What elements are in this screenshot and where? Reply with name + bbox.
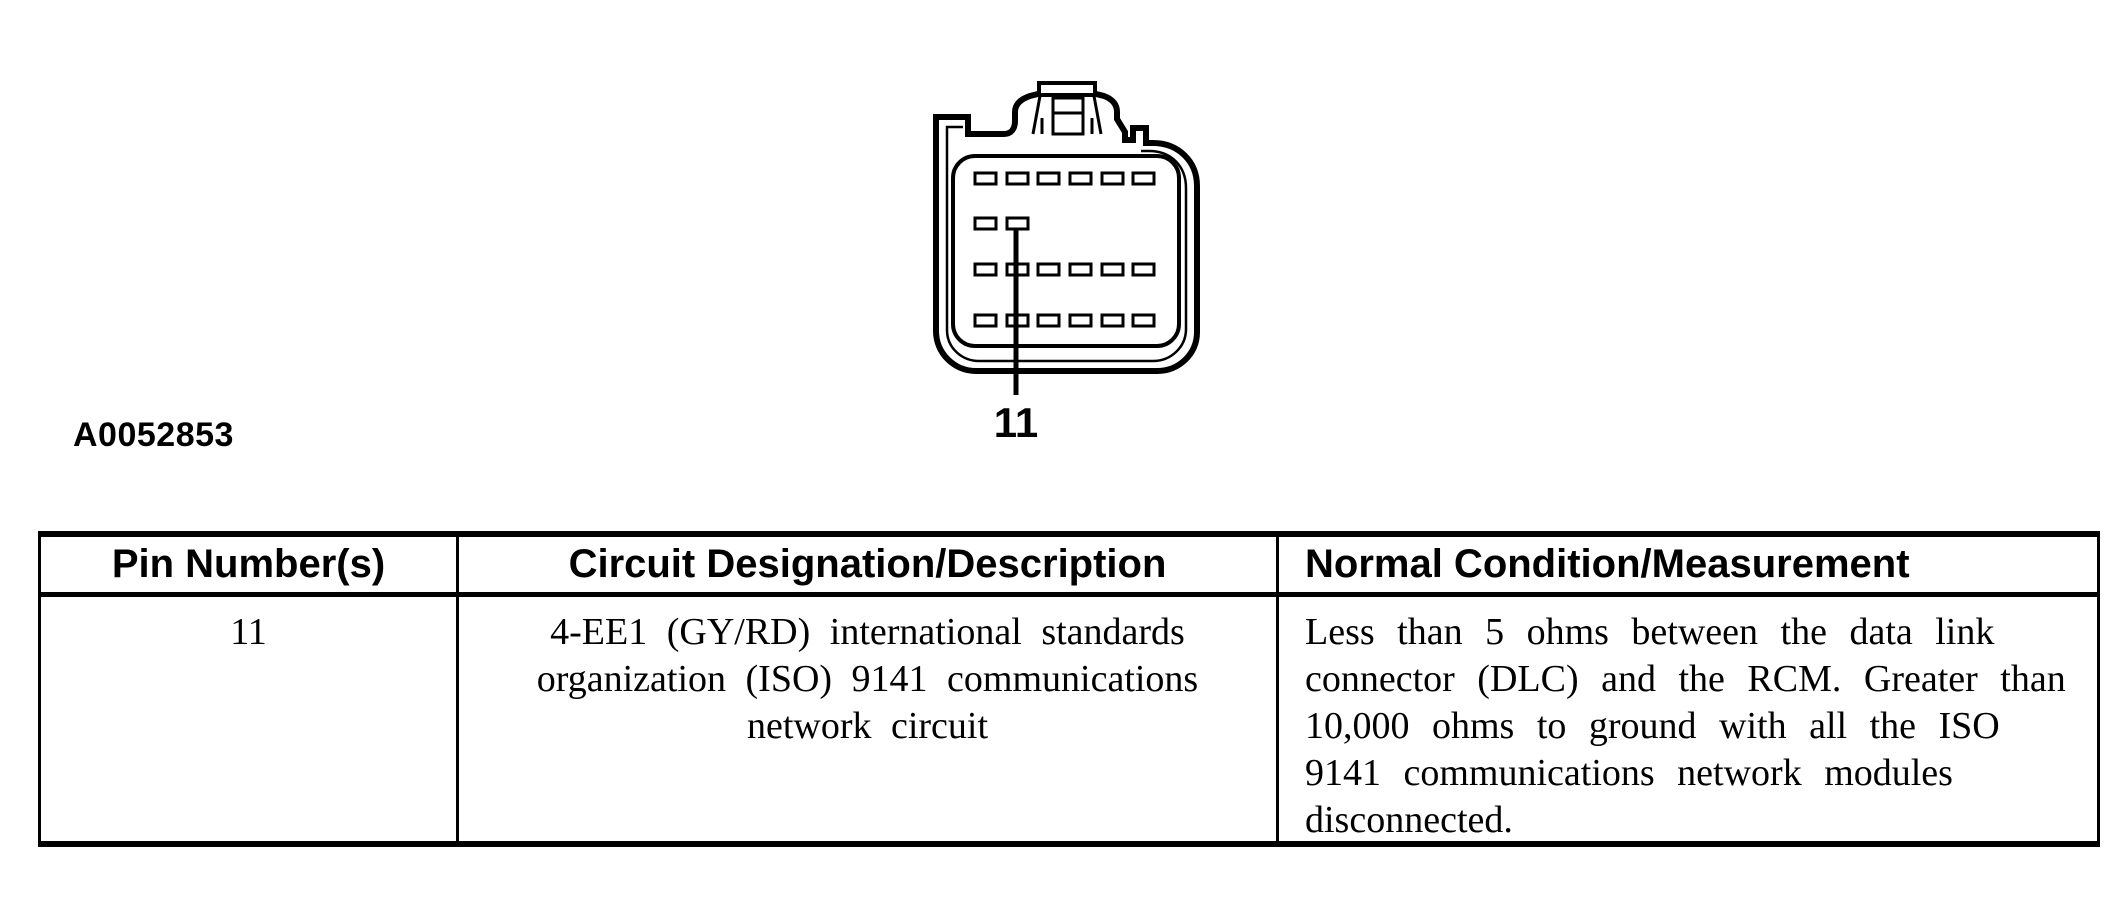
latch-right-slant bbox=[1092, 95, 1103, 135]
table-row: 11 4-EE1 (GY/RD) international standards… bbox=[41, 597, 2097, 844]
pin bbox=[1068, 262, 1093, 277]
pin bbox=[1036, 171, 1061, 186]
text-line: disconnected. bbox=[1305, 799, 1513, 841]
text-line: Less than 5 ohms between the data link bbox=[1305, 611, 1995, 653]
connector-diagram: 11 bbox=[933, 81, 1200, 446]
pin bbox=[1068, 171, 1093, 186]
pin bbox=[1131, 262, 1156, 277]
pin-11-label: 11 bbox=[994, 399, 1038, 446]
pin bbox=[973, 313, 998, 328]
text-line: 10,000 ohms to ground with all the ISO bbox=[1305, 705, 2000, 747]
cell-circuit-description: 4-EE1 (GY/RD) international standards or… bbox=[459, 597, 1279, 844]
pin bbox=[1036, 313, 1061, 328]
pin bbox=[1100, 313, 1125, 328]
text-line: 4-EE1 (GY/RD) international standards bbox=[550, 611, 1185, 653]
pin bbox=[1131, 171, 1156, 186]
text-line: connector (DLC) and the RCM. Greater tha… bbox=[1305, 658, 2066, 700]
pin bbox=[1005, 171, 1030, 186]
text-line: 9141 communications network modules bbox=[1305, 752, 1953, 794]
cell-pin-number: 11 bbox=[41, 597, 459, 844]
header-circuit-designation: Circuit Designation/Description bbox=[459, 537, 1279, 592]
pin-cavity bbox=[951, 154, 1181, 348]
latch-top-tab bbox=[1037, 81, 1097, 97]
pin bbox=[973, 262, 998, 277]
cell-normal-condition: Less than 5 ohms between the data link c… bbox=[1279, 597, 2097, 844]
pin bbox=[1005, 216, 1030, 231]
pin bbox=[1100, 262, 1125, 277]
table-header-row: Pin Number(s) Circuit Designation/Descri… bbox=[41, 537, 2097, 597]
figure-id-label: A0052853 bbox=[73, 416, 234, 454]
pin bbox=[973, 216, 998, 231]
pin-table: Pin Number(s) Circuit Designation/Descri… bbox=[38, 531, 2100, 847]
latch-left-slant bbox=[1031, 95, 1042, 135]
pin bbox=[1068, 313, 1093, 328]
pin bbox=[1036, 262, 1061, 277]
latch-center-rect bbox=[1051, 96, 1085, 136]
header-pin-numbers: Pin Number(s) bbox=[41, 537, 459, 592]
text-line: organization (ISO) 9141 communications bbox=[536, 658, 1199, 700]
pin bbox=[973, 171, 998, 186]
connector-inner-line bbox=[945, 125, 1188, 363]
pin bbox=[1131, 313, 1156, 328]
text-line: network circuit bbox=[746, 705, 989, 747]
header-normal-condition: Normal Condition/Measurement bbox=[1305, 542, 1910, 586]
pin bbox=[1100, 171, 1125, 186]
